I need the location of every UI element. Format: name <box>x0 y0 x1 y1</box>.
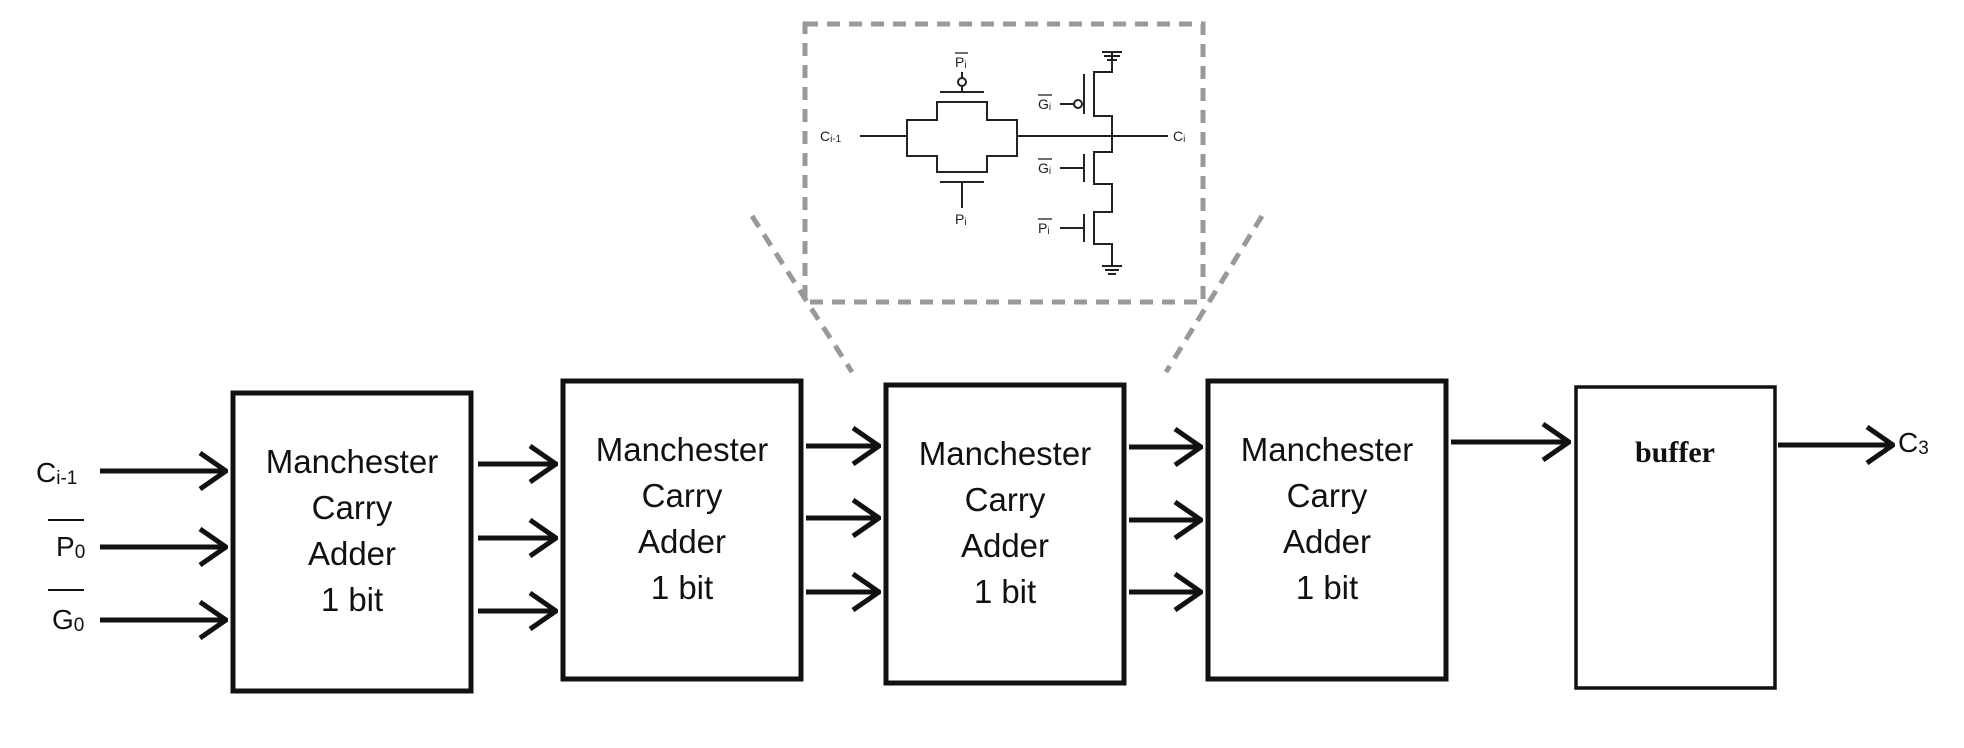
block-3-line-2: Carry <box>965 481 1046 518</box>
block-3-line-1: Manchester <box>919 435 1091 472</box>
signal-arrows <box>100 442 1893 620</box>
buffer-block: buffer <box>1574 385 1777 690</box>
block-2-line-4: 1 bit <box>651 569 713 606</box>
label-carry-in: Ci-1 <box>36 457 77 489</box>
buffer-label: buffer <box>1635 436 1715 469</box>
circuit-callout-box <box>802 21 1206 305</box>
circuit-p-bar-low-label: Pi <box>1038 220 1050 237</box>
callout-right-line <box>1163 214 1265 374</box>
circuit-p-bar-top-label: Pi <box>955 54 967 71</box>
block-2-line-1: Manchester <box>596 431 768 468</box>
block-4-line-3: Adder <box>1283 523 1371 560</box>
zoom-callout <box>749 21 1265 374</box>
block-2-line-3: Adder <box>638 523 726 560</box>
block-4-line-4: 1 bit <box>1296 569 1358 606</box>
adder-block-1: Manchester Carry Adder 1 bit <box>230 390 474 694</box>
circuit-p-bottom-label: Pi <box>955 211 967 228</box>
label-g0: G0 <box>52 604 84 636</box>
block-3-line-3: Adder <box>961 527 1049 564</box>
block-4-line-2: Carry <box>1287 477 1368 514</box>
circuit-g-bar-top-label: Gi <box>1038 96 1051 113</box>
callout-left-line <box>749 214 855 374</box>
circuit-g-bar-mid-label: Gi <box>1038 160 1051 177</box>
block-1-line-3: Adder <box>308 535 396 572</box>
block-2-line-2: Carry <box>642 477 723 514</box>
circuit-labels: Ci-1 Ci Pi Pi Gi Gi Pi <box>820 52 1185 237</box>
adder-block-3: Manchester Carry Adder 1 bit <box>883 382 1127 686</box>
adder-block-2: Manchester Carry Adder 1 bit <box>560 378 804 682</box>
label-p0: P0 <box>56 531 85 563</box>
circuit-cin-label: Ci-1 <box>820 128 842 145</box>
block-1-line-2: Carry <box>312 489 393 526</box>
adder-block-4: Manchester Carry Adder 1 bit <box>1205 378 1449 682</box>
manchester-cell-circuit <box>860 51 1168 275</box>
block-3-line-4: 1 bit <box>974 573 1036 610</box>
block-4-line-1: Manchester <box>1241 431 1413 468</box>
block-1-line-1: Manchester <box>266 443 438 480</box>
circuit-cout-label: Ci <box>1173 128 1185 145</box>
label-output-c3: C3 <box>1898 427 1929 459</box>
block-1-line-4: 1 bit <box>321 581 383 618</box>
io-labels: Ci-1 P0 G0 C3 <box>36 427 1929 636</box>
